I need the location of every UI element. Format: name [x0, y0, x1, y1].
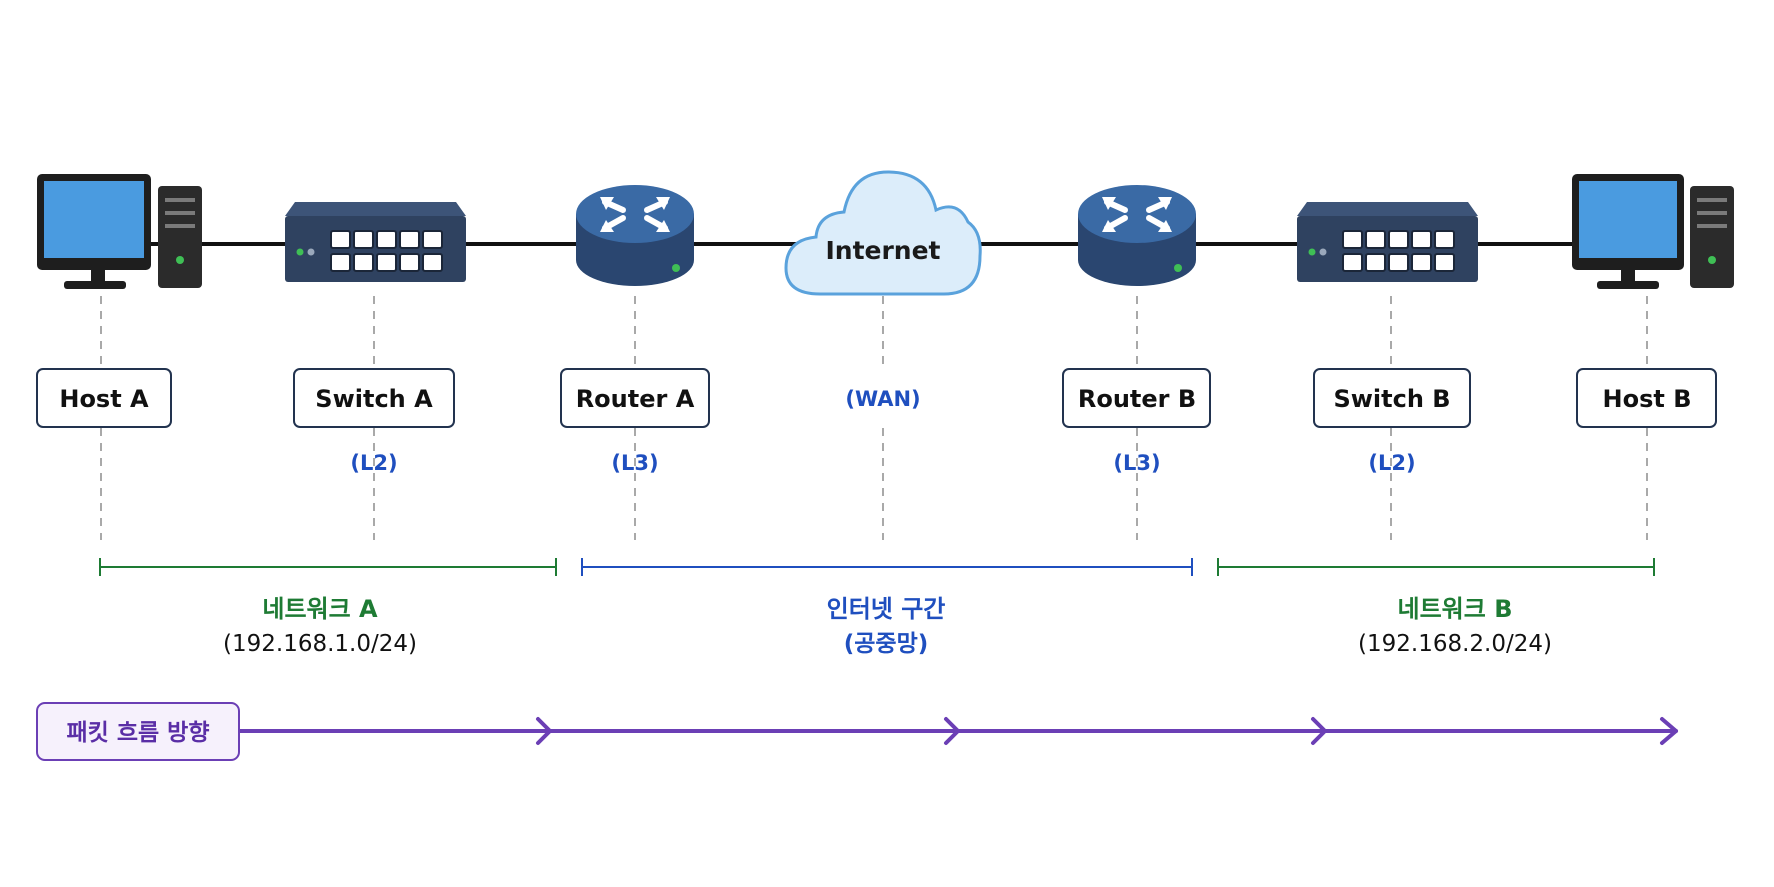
- segment-bracket-network-a: [99, 558, 557, 576]
- router-b-icon: [1078, 185, 1196, 286]
- router-a-icon: [576, 185, 694, 286]
- switch-b-icon: [1297, 202, 1478, 282]
- switch-a-layer-label: (L2): [350, 451, 397, 475]
- drop-lines: [100, 296, 1648, 540]
- svg-text:Switch A: Switch A: [315, 385, 433, 413]
- segment-subtitle-network-b: (192.168.2.0/24): [1358, 631, 1552, 657]
- svg-text:Switch B: Switch B: [1333, 385, 1450, 413]
- device-label-router-b: Router B: [1062, 368, 1211, 428]
- svg-text:Router B: Router B: [1078, 385, 1196, 413]
- switch-a-icon: [285, 202, 466, 282]
- packet-flow-arrow: [238, 717, 1678, 745]
- segment-bracket-network-b: [1217, 558, 1655, 576]
- host-a-computer-icon: [37, 174, 202, 289]
- svg-text:Router A: Router A: [576, 385, 695, 413]
- device-label-host-a: Host A: [36, 368, 172, 428]
- segment-title-internet: 인터넷 구간: [827, 595, 946, 623]
- internet-label: Internet: [825, 236, 940, 265]
- host-b-computer-icon: [1572, 174, 1734, 289]
- internet-cloud-icon: Internet: [784, 170, 982, 296]
- segment-bracket-internet: [581, 558, 1193, 576]
- svg-text:Host B: Host B: [1603, 385, 1692, 413]
- switch-b-layer-label: (L2): [1368, 451, 1415, 475]
- device-label-router-a: Router A: [560, 368, 710, 428]
- segment-title-network-b: 네트워크 B: [1398, 595, 1513, 623]
- router-b-layer-label: (L3): [1113, 451, 1160, 475]
- internet-layer-label: (WAN): [845, 387, 920, 411]
- device-label-switch-a: Switch A: [293, 368, 455, 428]
- device-label-host-b: Host B: [1576, 368, 1717, 428]
- segment-subtitle-network-a: (192.168.1.0/24): [223, 631, 417, 657]
- device-label-switch-b: Switch B: [1313, 368, 1471, 428]
- segment-title-network-a: 네트워크 A: [262, 595, 378, 623]
- packet-flow-label: 패킷 흐름 방향: [36, 702, 240, 761]
- svg-text:패킷 흐름 방향: 패킷 흐름 방향: [67, 720, 210, 746]
- segment-subtitle-internet: (공중망): [844, 631, 929, 657]
- router-a-layer-label: (L3): [611, 451, 658, 475]
- svg-text:Host A: Host A: [59, 385, 149, 413]
